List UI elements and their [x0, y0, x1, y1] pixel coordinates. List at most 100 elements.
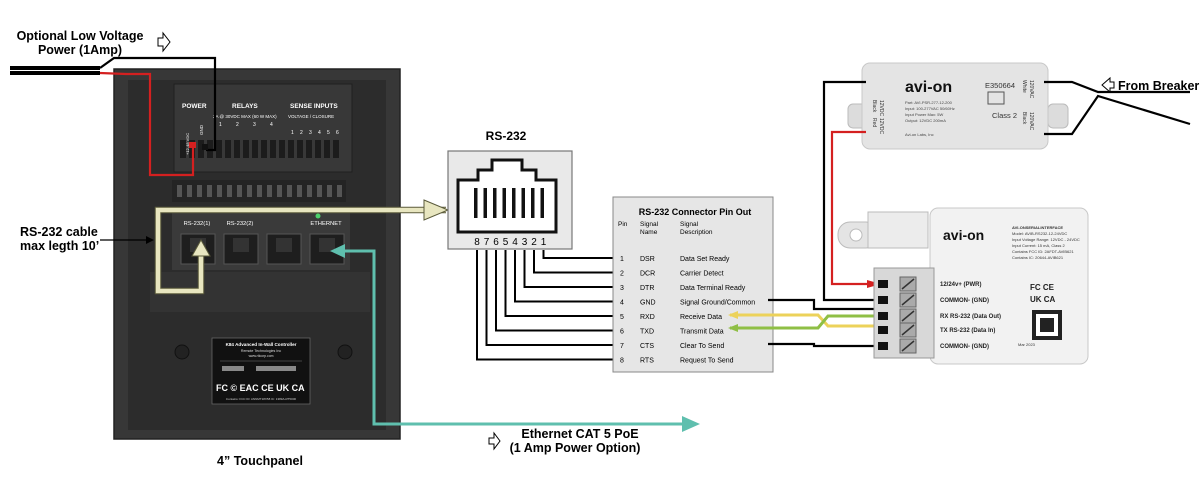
psu-output: Output: 12VDC 200mA — [905, 118, 946, 123]
pinout-pin: 5 — [620, 314, 624, 321]
psu-wire-label-lt1: 12VDC — [878, 100, 884, 117]
from-breaker-arrow-icon — [1101, 76, 1115, 94]
pinout-table: RS-232 Connector Pin Out Pin Signal Name… — [612, 196, 774, 373]
psu-wire-label-lb1: 12VDC — [878, 118, 884, 135]
pinout-description: Transmit Data — [680, 329, 724, 336]
interface-marks-1: FC CE — [1030, 283, 1055, 292]
terminal-slot — [288, 140, 294, 158]
rj45-pin-number: 4 — [512, 237, 518, 248]
header-pin — [337, 185, 342, 197]
pinout-signal-name: DSR — [640, 256, 655, 263]
pinout-pin: 1 — [620, 256, 624, 263]
pinout-pin: 4 — [620, 300, 624, 307]
terminal-label: COMMON- (GND) — [940, 298, 989, 304]
psu-body — [861, 62, 1049, 150]
terminal-slot — [297, 140, 303, 158]
terminal-slot — [234, 140, 240, 158]
rj45-contact — [512, 188, 516, 218]
ethernet-arrowhead-right — [682, 416, 700, 432]
col-signal-header-1: Signal — [640, 221, 659, 228]
terminal-slot — [225, 140, 231, 158]
sense-number: 4 — [318, 130, 321, 136]
relay-number: 2 — [236, 122, 239, 128]
col-pin-header: Pin — [618, 221, 628, 228]
header-pin — [177, 185, 182, 197]
psu-wires — [822, 80, 1191, 302]
sticker-marks: FC © EAC CE UK CA — [216, 383, 305, 393]
terminal-black-mark — [202, 144, 208, 150]
port-jack-inner — [319, 238, 335, 252]
ethernet-label-line2: (1 Amp Power Option) — [510, 441, 641, 455]
pin-wire — [495, 250, 625, 332]
rj45-pin-number: 8 — [474, 237, 480, 248]
header-pin — [237, 185, 242, 197]
rx-wire-arrowhead — [728, 311, 738, 319]
rj45-contact — [531, 188, 535, 218]
rj45-pin-number: 3 — [522, 237, 528, 248]
pinout-description: Data Terminal Ready — [680, 285, 746, 292]
header-pin — [307, 185, 312, 197]
terminal-label: 12/24v+ (PWR) — [940, 282, 982, 288]
pinout-title: RS-232 Connector Pin Out — [639, 207, 752, 217]
header-pin — [257, 185, 262, 197]
header-pin — [207, 185, 212, 197]
col-signal-header-2: Name — [640, 229, 658, 236]
pinout-pin: 2 — [620, 271, 624, 278]
sense-number: 3 — [309, 130, 312, 136]
pin-wire — [542, 250, 625, 259]
psu-company: Avi-on Labs, Inc — [905, 132, 934, 137]
pinout-signal-name: DCR — [640, 271, 655, 278]
psu-tab-right — [1047, 103, 1069, 129]
pinout-description: Receive Data — [680, 314, 722, 321]
ethernet-led — [315, 213, 321, 219]
port-label: ETHERNET — [310, 221, 342, 227]
pinout-description: Signal Ground/Common — [680, 300, 755, 307]
port-label: RS-232(1) — [184, 221, 211, 227]
sense-number: 2 — [300, 130, 303, 136]
sticker-barcode-a — [222, 366, 244, 371]
rj45-pin-number: 2 — [531, 237, 537, 248]
terminal-wire-entry — [878, 326, 888, 334]
pinout-signal-name: DTR — [640, 285, 654, 292]
interface-mount-hole — [849, 228, 863, 242]
interface-top-clip — [867, 211, 929, 249]
terminal-screw-slot — [901, 278, 915, 290]
rj45-pin-number: 7 — [484, 237, 490, 248]
touchpanel: POWER RELAYS SENSE INPUTS 2A @ 30VDC MAX… — [113, 68, 401, 440]
section-relays-label: RELAYS — [232, 103, 258, 110]
pinout-pin: 7 — [620, 343, 624, 350]
serial-interface: avi-on AVI-ONSERIALINTERFACE Model: AVIB… — [837, 207, 1089, 365]
interface-brand: avi-on — [943, 227, 984, 243]
rs232-cable-port-arrowhead — [191, 238, 211, 257]
terminal-slot — [252, 140, 258, 158]
interface-marks-2: UK CA — [1030, 295, 1056, 304]
psu-wire-label-rb1: 120VAC — [1028, 112, 1034, 131]
interface-info-2: Model: AVIB-RS232-12-24VDC — [1012, 231, 1067, 236]
terminal-slot — [216, 140, 222, 158]
interface-info-5: Contains FCC ID: 2AFDT-AVIB621 — [1012, 249, 1075, 254]
optional-power-label-line1: Optional Low Voltage — [17, 29, 144, 43]
psu-wire-label-lb2: Red — [871, 118, 877, 127]
pin-wire — [504, 250, 625, 317]
rj45-contact — [474, 188, 478, 218]
gnd-label: GND — [199, 124, 204, 135]
port-jack-inner — [233, 238, 249, 252]
terminal-screw-slot — [901, 324, 915, 336]
rs232-cable — [154, 199, 450, 295]
sticker-footer: Contains: FCC ID: ANNMT18X58 IC: 1389A-R… — [226, 397, 296, 401]
terminal-slot — [180, 140, 186, 158]
header-pin — [277, 185, 282, 197]
tx-wire-arrowhead — [728, 324, 738, 332]
pinout-signal-name: GND — [640, 300, 656, 307]
rj45-pin-number: 5 — [503, 237, 509, 248]
relay-number: 4 — [270, 122, 273, 128]
sense-number: 5 — [327, 130, 330, 136]
terminal-label: RX RS-232 (Data Out) — [940, 314, 1001, 320]
ethernet-arrowhead-left — [330, 244, 345, 258]
pinout-signal-name: TXD — [640, 329, 654, 336]
sense-number: 1 — [291, 130, 294, 136]
terminal-wire-entry — [878, 296, 888, 304]
vdc-label: +12-48 VDC — [185, 133, 190, 155]
optional-power-arrow-icon — [157, 31, 171, 53]
